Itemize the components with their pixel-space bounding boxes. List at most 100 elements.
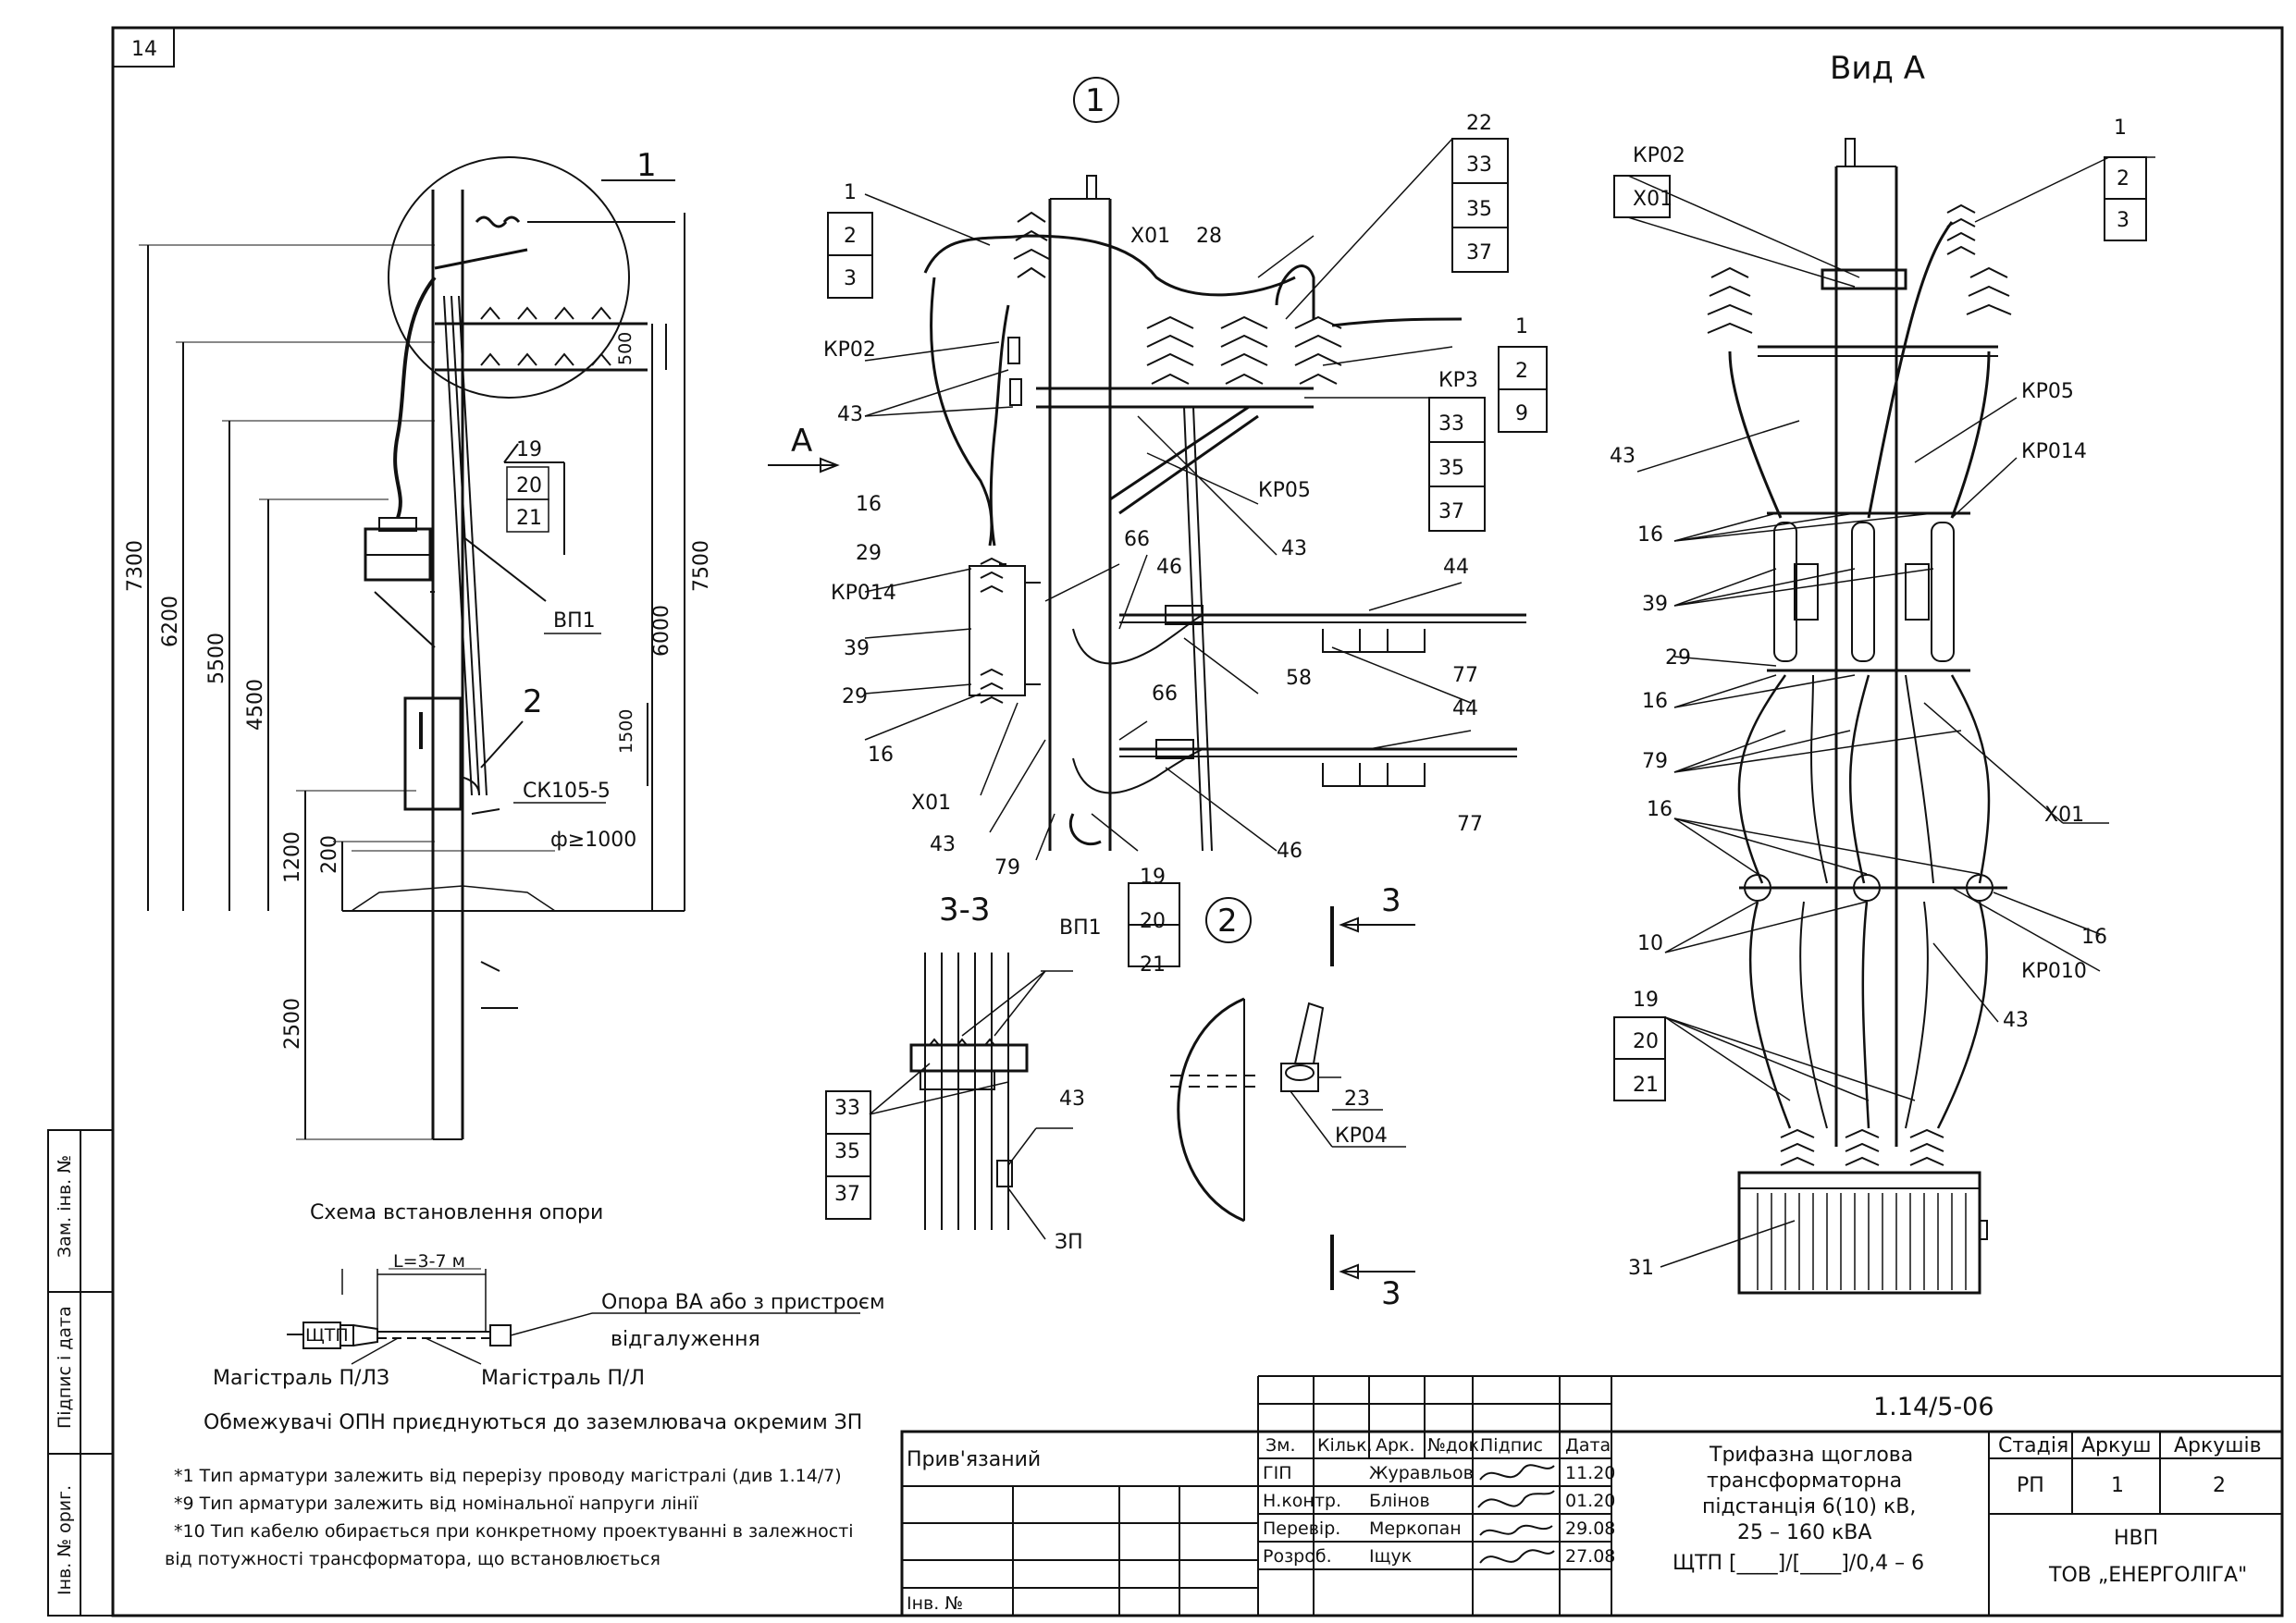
n1-lbl-19: 19	[1140, 866, 1166, 889]
va-lbl-20: 20	[1633, 1030, 1659, 1053]
n1-lbl-21: 21	[1140, 953, 1166, 977]
n1-lbl-77b: 77	[1457, 813, 1483, 836]
sec-lbl-37: 37	[834, 1183, 860, 1206]
va-lbl-79: 79	[1642, 750, 1668, 773]
callout-phi: ф≥1000	[550, 829, 636, 852]
dim-7500: 7500	[690, 540, 713, 592]
va-lbl-31: 31	[1628, 1257, 1654, 1280]
sheet-number-box	[112, 27, 175, 68]
sig-date-1: 01.20	[1565, 1491, 1615, 1511]
title-line-3: підстанція 6(10) кВ,	[1702, 1495, 1916, 1518]
view-a-title: Вид А	[1830, 50, 1925, 87]
va-lbl-43a: 43	[1610, 445, 1636, 468]
left-pole-view	[139, 156, 685, 1140]
n1-lbl-35a: 35	[1466, 198, 1492, 221]
n1-lbl-77a: 77	[1452, 664, 1478, 687]
sheets-value: 2	[2213, 1474, 2226, 1497]
n1-lbl-2b: 2	[1515, 360, 1528, 383]
n1-lbl-33a: 33	[1466, 154, 1492, 177]
arrow-a-label: А	[791, 423, 812, 460]
sec-lbl-zp: ЗП	[1055, 1231, 1083, 1254]
sheet-label: Аркуш	[2081, 1434, 2151, 1457]
stamp-hdr-dok: №док.	[1427, 1435, 1485, 1456]
dim-200: 200	[318, 835, 341, 874]
install-opn-note: Обмежувачі ОПН приєднуються до заземлюва…	[204, 1411, 862, 1434]
dim-4500: 4500	[244, 679, 267, 731]
n1-lbl-9: 9	[1515, 402, 1528, 425]
callout-sk105: СК105-5	[523, 780, 611, 803]
sig-name-0: Журавльов	[1369, 1463, 1474, 1483]
inv-no-label: Інв. №	[907, 1593, 963, 1614]
va-lbl-43b: 43	[2003, 1009, 2029, 1032]
sig-name-2: Меркопан	[1369, 1518, 1462, 1539]
callout-20: 20	[516, 474, 542, 498]
n1-lbl-1b: 1	[1515, 315, 1528, 338]
stage-label: Стадія	[1998, 1434, 2068, 1457]
install-scheme-graphic	[287, 1268, 860, 1365]
dim-1500: 1500	[616, 709, 636, 754]
n1-lbl-66a: 66	[1124, 528, 1150, 551]
dim-1200: 1200	[281, 831, 304, 883]
n1-lbl-2: 2	[844, 225, 857, 248]
title-line-1: Трифазна щоглова	[1709, 1444, 1913, 1467]
n1-lbl-43b: 43	[1281, 537, 1307, 560]
n1-lbl-43c: 43	[930, 833, 956, 856]
org-line-1: НВП	[2114, 1527, 2158, 1550]
node2-circle-label: 2	[1217, 903, 1238, 940]
node2-view	[1170, 897, 1415, 1290]
left-margin-stamp	[47, 1129, 114, 1617]
n1-lbl-22: 22	[1466, 112, 1492, 135]
n1-lbl-kr02: КР02	[823, 338, 876, 362]
n1-lbl-44b: 44	[1452, 697, 1478, 720]
sig-name-3: Іщук	[1369, 1546, 1412, 1567]
callout-19: 19	[516, 438, 542, 461]
sig-date-2: 29.08	[1565, 1518, 1615, 1539]
n1-lbl-kr3: КР3	[1438, 369, 1478, 392]
sec3-bot: 3	[1381, 1275, 1401, 1312]
stamp-hdr-data: Дата	[1565, 1435, 1611, 1456]
va-lbl-x01b: Х01	[2044, 804, 2084, 827]
va-lbl-16d: 16	[2081, 926, 2107, 949]
va-lbl-2: 2	[2117, 167, 2129, 191]
n1-lbl-35b: 35	[1438, 457, 1464, 480]
va-lbl-21: 21	[1633, 1074, 1659, 1097]
sec-lbl-35: 35	[834, 1140, 860, 1163]
sig-role-3: Розроб.	[1263, 1546, 1332, 1567]
va-lbl-1: 1	[2114, 117, 2127, 140]
va-lbl-10: 10	[1637, 932, 1663, 955]
n1-lbl-37a: 37	[1466, 241, 1492, 264]
install-main-pl3: Магістраль П/ЛЗ	[213, 1367, 389, 1390]
sig-date-0: 11.20	[1565, 1463, 1615, 1483]
sig-role-1: Н.контр.	[1263, 1491, 1341, 1511]
sec-lbl-33: 33	[834, 1097, 860, 1120]
dim-2500: 2500	[281, 998, 304, 1050]
va-lbl-x01a: Х01	[1633, 188, 1673, 211]
side-label-inv: Інв. № ориг.	[55, 1485, 75, 1595]
sig-name-1: Блінов	[1369, 1491, 1430, 1511]
install-ktp: ЩТП	[305, 1325, 349, 1346]
n1-lbl-46a: 46	[1156, 556, 1182, 579]
node2-lbl-23: 23	[1344, 1088, 1370, 1111]
va-lbl-kr05: КР05	[2021, 380, 2074, 403]
section-33-title: 3-3	[939, 891, 991, 928]
dim-6000: 6000	[650, 605, 673, 657]
callout-vp1: ВП1	[553, 609, 596, 633]
va-lbl-16a: 16	[1637, 523, 1663, 547]
stamp-hdr-ark: Арк.	[1376, 1435, 1415, 1456]
n1-lbl-kr05: КР05	[1258, 479, 1311, 502]
install-pole-note-2: відгалуження	[611, 1328, 760, 1351]
callout-2: 2	[523, 683, 543, 720]
sheets-label: Аркушів	[2174, 1434, 2262, 1457]
note-3: *10 Тип кабелю обирається при конкретном…	[174, 1521, 854, 1542]
signatures	[1477, 1464, 1555, 1564]
stamp-hdr-pidpys: Підпис	[1480, 1435, 1543, 1456]
n1-lbl-3: 3	[844, 267, 857, 290]
title-line-5: ЩТП [____]/[____]/0,4 – 6	[1673, 1552, 1924, 1575]
dim-500: 500	[615, 332, 636, 365]
n1-lbl-44a: 44	[1443, 556, 1469, 579]
install-pole-note-1: Опора ВА або з пристроєм	[601, 1291, 885, 1314]
install-scheme-title: Схема встановлення опори	[310, 1201, 603, 1224]
va-lbl-29: 29	[1665, 646, 1691, 670]
sec3-top: 3	[1381, 882, 1401, 919]
